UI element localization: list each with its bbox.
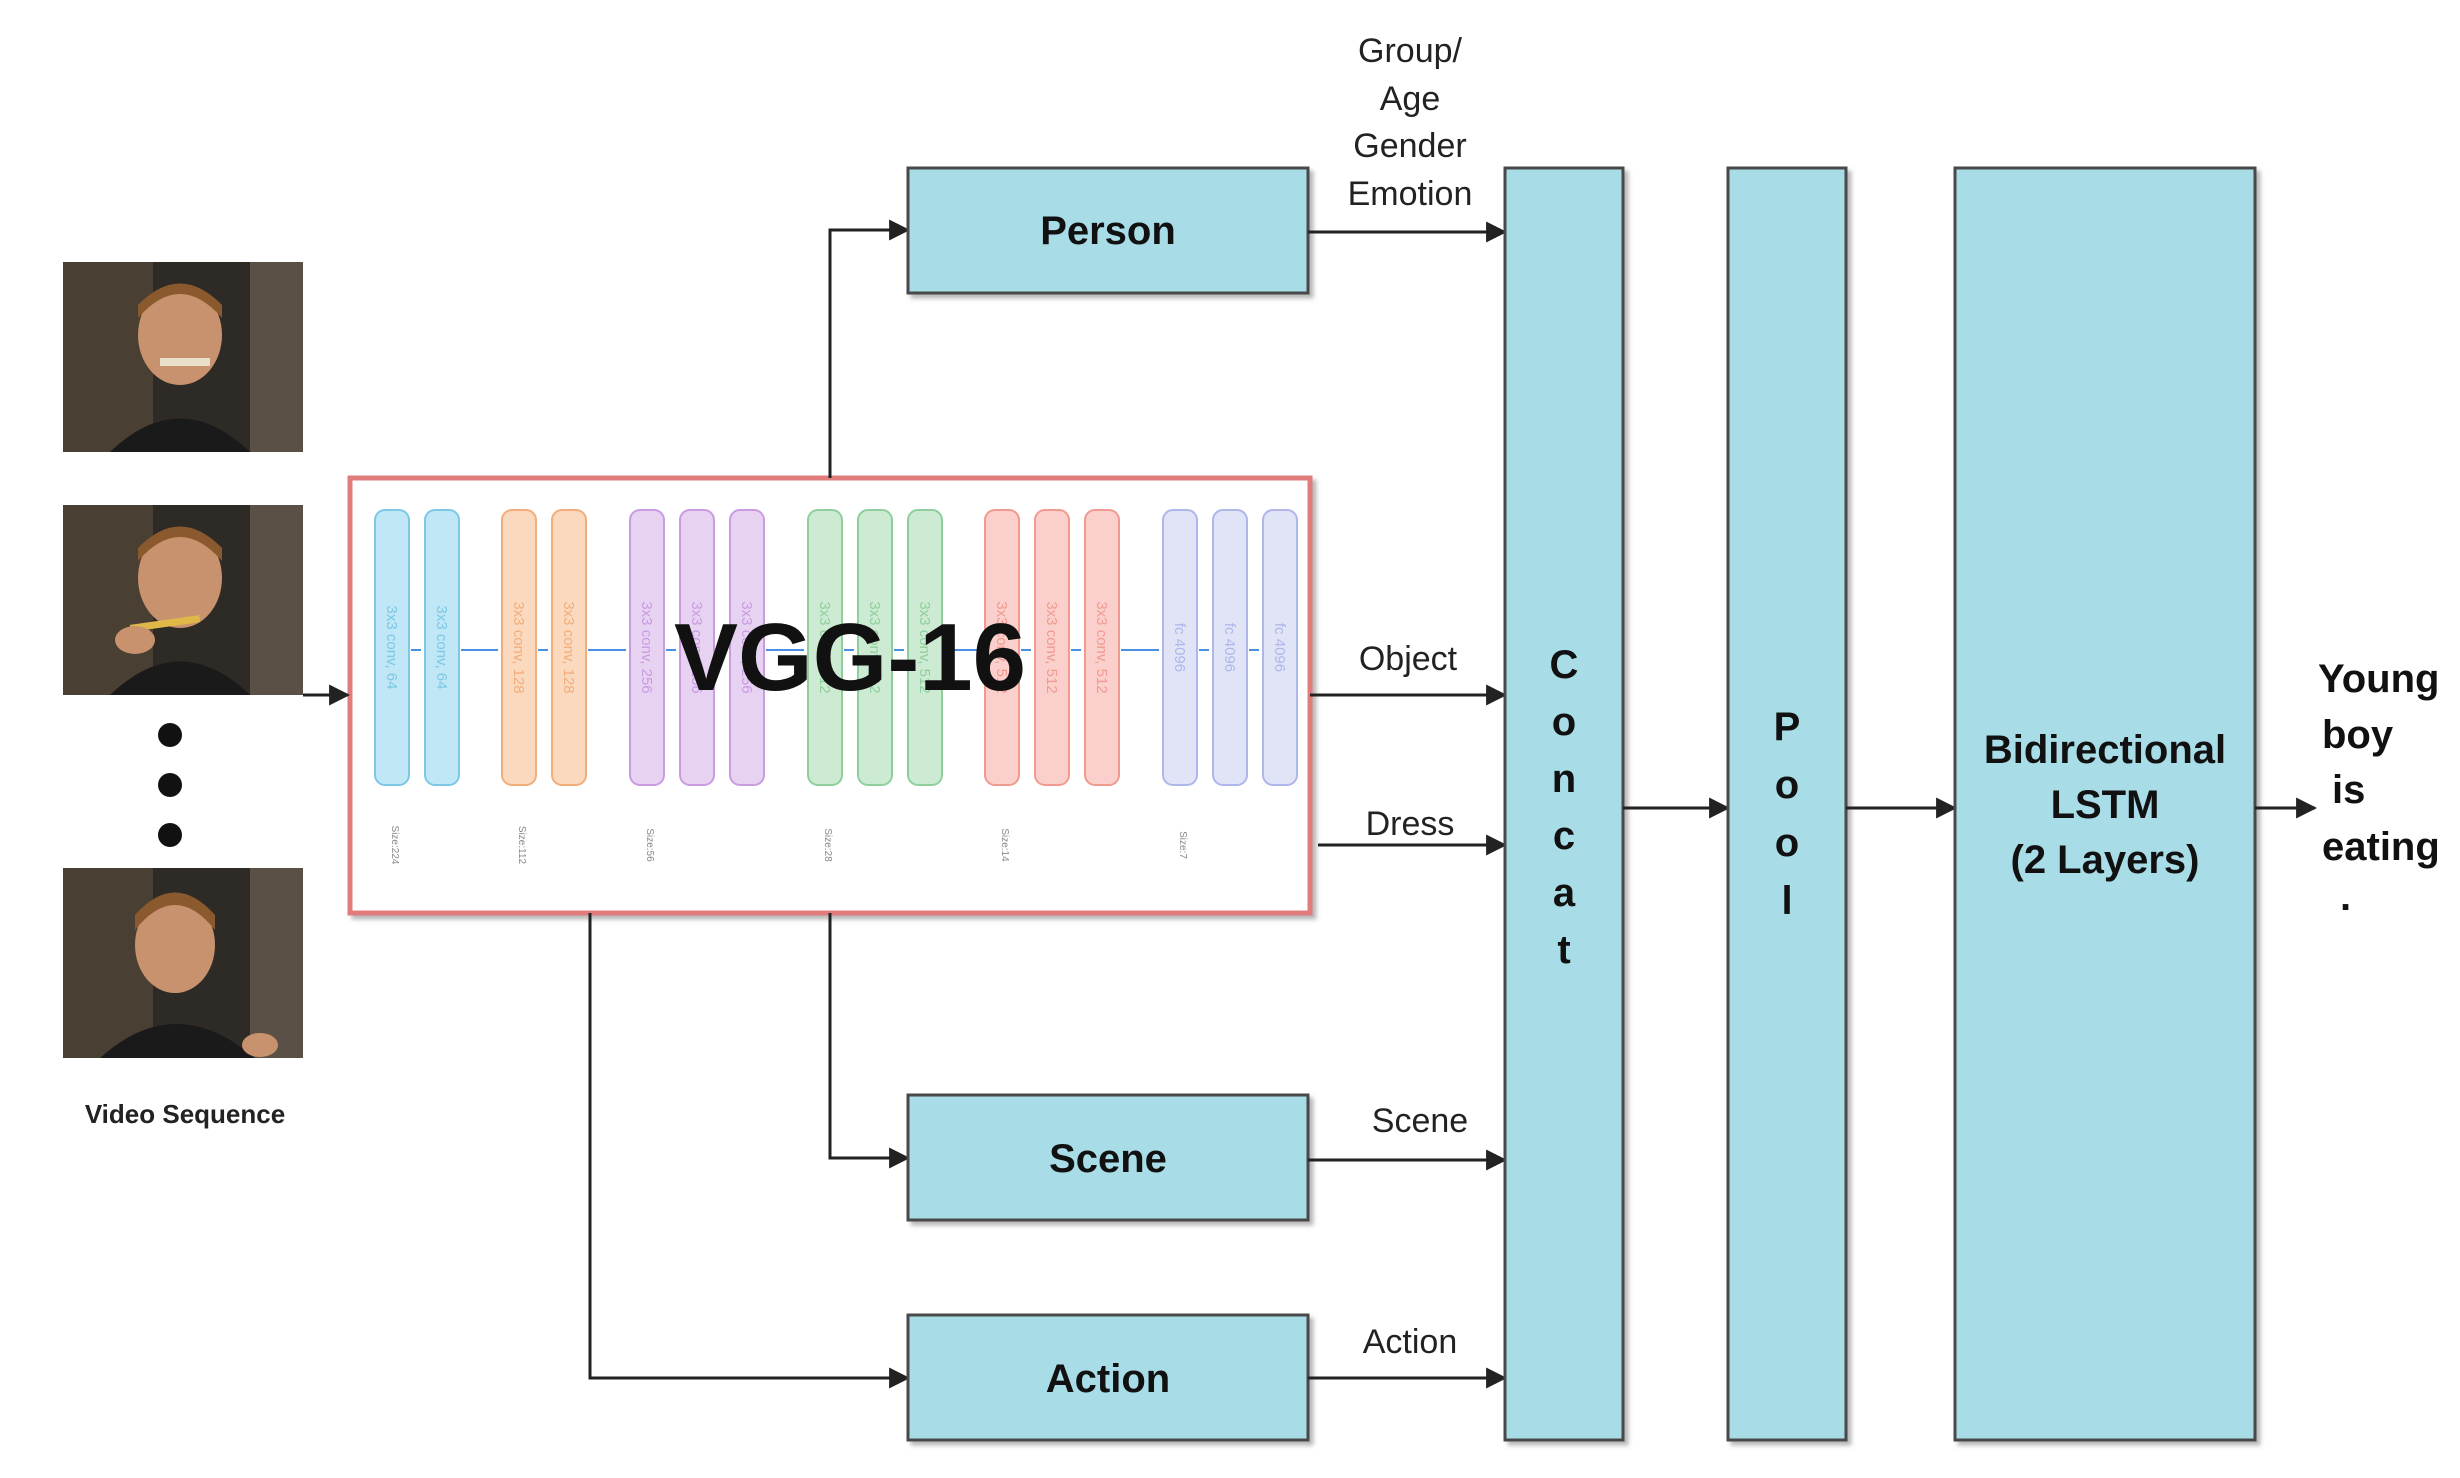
vgg-layer-8 bbox=[807, 509, 843, 786]
vgg-layer-label-13: 3x3 conv, 512 bbox=[1093, 601, 1110, 693]
video-sequence-label: Video Sequence bbox=[85, 1099, 285, 1129]
vgg-layer-label-12: 3x3 conv, 512 bbox=[1043, 601, 1060, 693]
concat-letter-4: c bbox=[1553, 814, 1575, 858]
vgg-layer-label-4: 3x3 conv, 128 bbox=[560, 601, 577, 693]
vgg-layer-label-1: 3x3 conv, 64 bbox=[383, 606, 400, 690]
vgg-layer-label-2: 3x3 conv, 64 bbox=[433, 606, 450, 690]
vgg-size-label-2: Size:112 bbox=[516, 826, 527, 865]
vgg-layer-13 bbox=[1084, 509, 1120, 786]
vgg-layer-label-6: 3x3 conv, 256 bbox=[688, 601, 705, 693]
person-edge-labels: Group/ Age Gender Emotion bbox=[1348, 32, 1473, 213]
vgg-size-label-4: Size:28 bbox=[822, 828, 833, 862]
vgg-to-person-arrow bbox=[828, 219, 911, 478]
scene-box: Scene bbox=[906, 1093, 1310, 1222]
vgg-layer-label-16: fc 4096 bbox=[1271, 623, 1288, 672]
pool-letter-4: l bbox=[1781, 879, 1792, 923]
video-frame-2 bbox=[63, 505, 303, 695]
vgg-size-label-6: Size:7 bbox=[1177, 831, 1188, 859]
concat-letter-6: t bbox=[1557, 928, 1570, 972]
vgg-layer-2 bbox=[424, 509, 460, 786]
vgg-layer-label-14: fc 4096 bbox=[1171, 623, 1188, 672]
lstm-line-3: (2 Layers) bbox=[2011, 838, 2200, 882]
vgg-layer-7 bbox=[729, 509, 765, 786]
label-object: Object bbox=[1359, 640, 1458, 678]
lstm-line-1: Bidirectional bbox=[1984, 728, 2226, 772]
label-scene: Scene bbox=[1372, 1102, 1468, 1140]
vgg-layer-label-3: 3x3 conv, 128 bbox=[510, 601, 527, 693]
vgg-layer-label-10: 3x3 conv, 512 bbox=[916, 601, 933, 693]
pool-letter-1: P bbox=[1774, 705, 1801, 749]
vgg-layer-label-9: 3x3 conv, 512 bbox=[866, 601, 883, 693]
video-frames: Video Sequence bbox=[63, 262, 303, 1129]
vgg-layer-label-7: 3x3 conv, 256 bbox=[738, 601, 755, 693]
vgg-size-label-1: Size:224 bbox=[389, 826, 400, 865]
label-gender: Gender bbox=[1353, 127, 1466, 165]
vgg-layer-label-8: 3x3 conv, 512 bbox=[816, 601, 833, 693]
label-action: Action bbox=[1363, 1323, 1458, 1361]
vgg-layer-4 bbox=[551, 509, 587, 786]
vgg16-layers: 3x3 conv, 64 3x3 conv, 64 3x3 conv, 128 3x3… bbox=[374, 509, 1298, 786]
vgg16-title: VGG-16 bbox=[674, 604, 1026, 711]
action-box: Action bbox=[906, 1313, 1310, 1442]
vgg-layer-12 bbox=[1034, 509, 1070, 786]
person-label: Person bbox=[1040, 209, 1176, 253]
vgg-to-action-arrow bbox=[588, 913, 911, 1389]
output-caption: Young boy is eating . bbox=[2318, 657, 2440, 919]
vgg-layer-5 bbox=[629, 509, 665, 786]
person-box: Person bbox=[906, 166, 1310, 295]
output-word-1: Young bbox=[2318, 657, 2439, 701]
label-group: Group/ bbox=[1358, 32, 1462, 70]
lstm-line-2: LSTM bbox=[2051, 783, 2160, 827]
vgg-to-scene-arrow bbox=[828, 913, 911, 1169]
output-word-2: boy bbox=[2322, 713, 2394, 757]
output-word-5: . bbox=[2340, 875, 2351, 919]
action-label: Action bbox=[1046, 1357, 1170, 1401]
output-word-3: is bbox=[2332, 768, 2365, 812]
concat-letter-3: n bbox=[1552, 757, 1576, 801]
ellipsis-dots bbox=[158, 723, 182, 847]
vgg16-sizes: Size:224 Size:112 Size:56 Size:28 Size:14 Siz… bbox=[389, 826, 1188, 865]
vgg-layer-11 bbox=[984, 509, 1020, 786]
concat-letter-1: C bbox=[1550, 643, 1579, 687]
vgg-layer-9 bbox=[857, 509, 893, 786]
vgg16-block: 3x3 conv, 64 3x3 conv, 64 3x3 conv, 128 3x3… bbox=[347, 475, 1313, 916]
vgg-layer-15 bbox=[1212, 509, 1248, 786]
video-frame-1 bbox=[63, 262, 303, 452]
scene-label: Scene bbox=[1049, 1137, 1167, 1181]
video-frame-3 bbox=[63, 868, 303, 1058]
vgg-layer-1 bbox=[374, 509, 410, 786]
lstm-box: Bidirectional LSTM (2 Layers) bbox=[1953, 166, 2257, 1442]
output-word-4: eating bbox=[2322, 825, 2440, 869]
label-dress: Dress bbox=[1366, 805, 1455, 843]
vgg-layer-label-5: 3x3 conv, 256 bbox=[638, 601, 655, 693]
pool-letter-2: o bbox=[1775, 763, 1799, 807]
pool-letter-3: o bbox=[1775, 821, 1799, 865]
vgg-layer-3 bbox=[501, 509, 537, 786]
label-age: Age bbox=[1380, 80, 1441, 118]
vgg-layer-label-11: 3x3 conv, 512 bbox=[993, 601, 1010, 693]
vgg-layer-16 bbox=[1262, 509, 1298, 786]
vgg-layer-6 bbox=[679, 509, 715, 786]
concat-letter-2: o bbox=[1552, 700, 1576, 744]
vgg-layer-10 bbox=[907, 509, 943, 786]
label-emotion: Emotion bbox=[1348, 175, 1473, 213]
vgg-layer-14 bbox=[1162, 509, 1198, 786]
vgg-size-label-3: Size:56 bbox=[644, 828, 655, 862]
vgg-size-label-5: Size:14 bbox=[999, 828, 1010, 862]
concat-letter-5: a bbox=[1553, 871, 1576, 915]
vgg-layer-label-15: fc 4096 bbox=[1221, 623, 1238, 672]
